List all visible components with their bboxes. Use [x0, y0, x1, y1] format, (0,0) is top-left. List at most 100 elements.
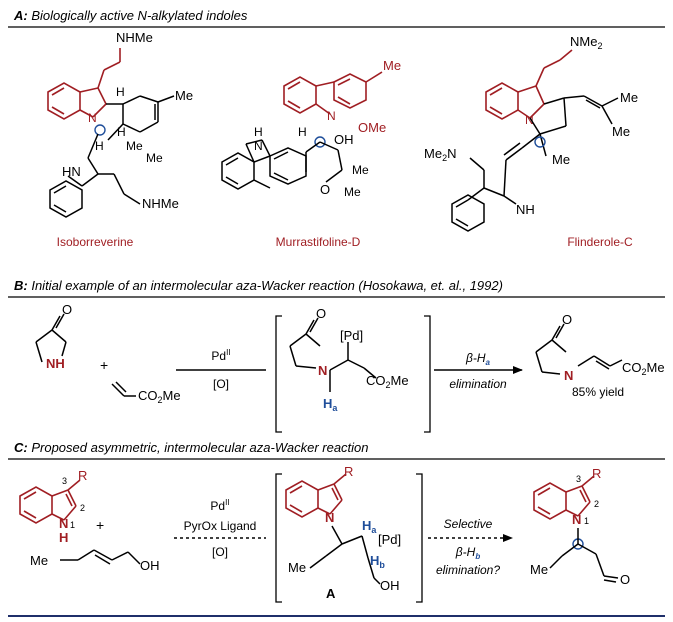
murrastifoline-nh-n: N	[254, 139, 263, 153]
panel-b-prod-n: N	[564, 368, 573, 383]
panel-b-beta-sub: a	[486, 358, 491, 367]
panel-a: A: Biologically active N-alkylated indol…	[8, 8, 665, 249]
panel-c-int-hb: Hb	[370, 553, 385, 570]
isoborreverine-me2: Me	[126, 139, 143, 153]
panel-c-beta-h: β-H	[455, 545, 476, 559]
panel-b-bracket-right	[424, 315, 431, 433]
panel-b-oxidant: [O]	[213, 377, 229, 391]
flinderole-stereocenter	[534, 136, 546, 148]
panel-a-title-text: Biologically active N-alkylated indoles	[31, 8, 248, 23]
panel-c-prod-indole	[533, 475, 595, 520]
panel-b-product	[535, 323, 623, 375]
panel-b-acrylate-co: CO	[138, 388, 158, 403]
murrastifoline-lower-rings	[221, 139, 343, 190]
panel-c-alkene-oh: OH	[140, 558, 160, 573]
panel-c-int-indole	[285, 473, 347, 518]
flinderole-nh: NH	[516, 202, 535, 217]
flinderole-top-indole	[485, 49, 573, 120]
panel-c-oxidant: [O]	[212, 545, 228, 559]
murrastifoline-oh: OH	[334, 132, 354, 147]
isoborreverine-label: Isoborreverine	[57, 235, 134, 249]
panel-a-letter: A:	[13, 8, 28, 23]
panel-c-bracket-right	[416, 473, 423, 603]
panel-c-alkene-me: Me	[30, 553, 48, 568]
flinderole-me-a: Me	[620, 90, 638, 105]
isoborreverine-top-indole	[47, 48, 121, 120]
panel-c-prod-n: N	[572, 512, 581, 527]
isoborreverine-nhme-bottom: NHMe	[142, 196, 179, 211]
panel-b-prod-co2-sub: 2	[642, 367, 647, 377]
panel-c-plus: +	[96, 517, 104, 533]
murrastifoline-h: H	[298, 125, 307, 139]
panel-c-int-pd: [Pd]	[378, 532, 401, 547]
panel-b-prod-co: CO	[622, 360, 642, 375]
panel-c-int-n: N	[325, 510, 334, 525]
panel-b-int-o: O	[316, 306, 326, 321]
panel-b-int-me: Me	[391, 373, 409, 388]
panel-b-acrylate-me: Me	[163, 388, 181, 403]
flinderole-n: N	[525, 113, 534, 127]
panel-c-elimination: elimination?	[436, 563, 500, 577]
panel-b-bracket-left	[275, 315, 282, 433]
panel-b-elimination: elimination	[449, 377, 507, 391]
panel-b-prod-co2me: CO2Me	[622, 360, 665, 377]
panel-a-title: A: Biologically active N-alkylated indol…	[13, 8, 248, 23]
isoborreverine-bottom-indole	[49, 133, 141, 218]
panel-c-indole-h: H	[59, 530, 68, 545]
panel-c-catalyst: PdII	[210, 498, 229, 513]
panel-c-title-text: Proposed asymmetric, intermolecular aza-…	[31, 440, 368, 455]
panel-b-ha: Ha	[323, 396, 338, 413]
panel-b-int-co: CO	[366, 373, 386, 388]
panel-c-letter: C:	[14, 440, 28, 455]
panel-b-beta-h: β-H	[465, 351, 486, 365]
flinderole-me-ring: Me	[552, 152, 570, 167]
panel-b-int-co2me: CO2Me	[366, 373, 409, 390]
murrastifoline-ome: OMe	[358, 120, 386, 135]
panel-c-catalyst-pd: Pd	[210, 499, 225, 513]
panel-b-title-text: Initial example of an intermolecular aza…	[31, 278, 503, 293]
panel-c-int-hb-sub: b	[379, 560, 385, 570]
isoborreverine-structure: NHMe N Me H H H Me Me	[47, 30, 193, 249]
panel-b-ha-sub: a	[332, 403, 338, 413]
isoborreverine-hn: HN	[62, 164, 81, 179]
murrastifoline-stereocenter	[314, 136, 326, 148]
panel-b-beta-label: β-Ha	[465, 351, 491, 367]
panel-b-ha-h: H	[323, 396, 332, 411]
panel-b-prod-o: O	[562, 312, 572, 327]
flinderole-me-b: Me	[612, 124, 630, 139]
panel-c-indole-2: 2	[80, 503, 85, 513]
panel-c-prod-chain	[549, 528, 619, 583]
isoborreverine-h3: H	[95, 139, 104, 153]
isoborreverine-me: Me	[175, 88, 193, 103]
panel-c-prod-r: R	[592, 466, 601, 481]
panel-c-selective: Selective	[444, 517, 493, 531]
flinderole-me2n-sub: 2	[442, 153, 447, 163]
panel-c-int-ha-h: H	[362, 518, 371, 533]
flinderole-label: Flinderole-C	[567, 235, 633, 249]
flinderole-me2n-text: Me	[424, 146, 442, 161]
panel-c: C: Proposed asymmetric, intermolecular a…	[8, 440, 665, 603]
panel-b-letter: B:	[14, 278, 28, 293]
panel-b-int-pd: [Pd]	[340, 328, 363, 343]
panel-c-int-me: Me	[288, 560, 306, 575]
panel-b-lactam-nh: NH	[46, 356, 65, 371]
panel-c-beta-sub: b	[475, 552, 480, 561]
flinderole-pyrrolidine	[503, 95, 619, 161]
murrastifoline-label: Murrastifoline-D	[276, 235, 361, 249]
panel-b-acrylate-text: CO2Me	[138, 388, 181, 405]
panel-b-acrylate	[111, 381, 136, 397]
isoborreverine-n: N	[88, 111, 97, 125]
isoborreverine-cyclohexene	[106, 95, 175, 141]
flinderole-me2n: Me2N	[424, 146, 456, 163]
panel-c-prod-o: O	[620, 572, 630, 587]
flinderole-nme2-text: NMe	[570, 34, 597, 49]
panel-b-lactam-o: O	[62, 302, 72, 317]
panel-c-indole-r: R	[78, 468, 87, 483]
panel-c-indole-1: 1	[70, 520, 75, 530]
panel-c-title: C: Proposed asymmetric, intermolecular a…	[14, 440, 369, 455]
panel-b-int-co2-sub: 2	[386, 380, 391, 390]
murrastifoline-carbazole	[283, 71, 383, 115]
panel-c-beta-label: β-Hb	[455, 545, 481, 561]
panel-b-lactam	[35, 313, 67, 363]
